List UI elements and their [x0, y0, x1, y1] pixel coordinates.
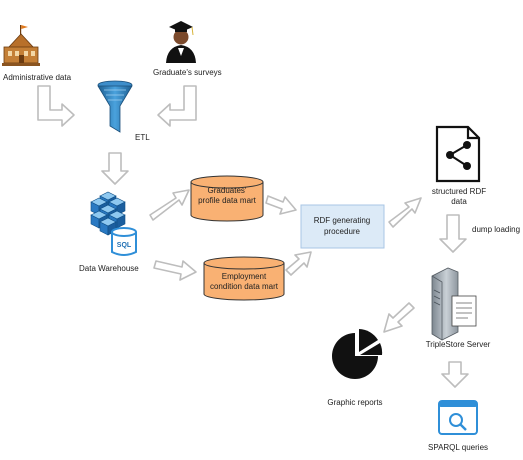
- sql-badge-text: SQL: [117, 242, 132, 249]
- arrow-procedure-to-rdf-data: [388, 197, 422, 228]
- arrow-profile-mart-to-procedure: [265, 195, 297, 215]
- profile-mart-label-line2: profile data mart: [198, 196, 257, 205]
- school-building-icon: [2, 25, 40, 66]
- arrow-employment-mart-to-procedure: [285, 251, 312, 276]
- graduate-person-icon: [166, 21, 196, 63]
- etl-node: ETL: [97, 80, 150, 142]
- sparql-label: SPARQL queries: [428, 443, 488, 452]
- warehouse-label: Data Warehouse: [79, 264, 139, 273]
- triplestore-node: TripleStore Server: [426, 267, 491, 349]
- arrow-triplestore-to-reports: [383, 302, 415, 333]
- reports-node: Graphic reports: [327, 329, 383, 407]
- reports-label: Graphic reports: [327, 398, 382, 407]
- employment-data-mart: Employment condition data mart: [203, 256, 285, 301]
- profile-data-mart: Graduates' profile data mart: [190, 175, 264, 222]
- server-icon: [431, 267, 477, 341]
- dump-loading-label: dump loading: [472, 225, 520, 234]
- arrow-surveys-to-etl: [157, 85, 197, 127]
- rdf-data-node: structured RDF data: [432, 125, 486, 206]
- triplestore-label: TripleStore Server: [426, 340, 491, 349]
- surveys-label: Graduate's surveys: [153, 68, 222, 77]
- procedure-label-line2: procedure: [324, 227, 361, 236]
- arrow-warehouse-to-employment-mart: [153, 260, 197, 281]
- surveys-node: Graduate's surveys: [153, 21, 222, 77]
- rdf-data-label-line1: structured RDF: [432, 187, 486, 196]
- share-document-icon: [435, 125, 481, 183]
- arrow-rdf-data-to-triplestore: [439, 214, 467, 253]
- rdf-data-label-line2: data: [451, 197, 467, 206]
- search-window-icon: [438, 400, 478, 435]
- etl-label: ETL: [135, 133, 150, 142]
- funnel-icon: [97, 80, 133, 133]
- admin-data-label: Administrative data: [3, 73, 72, 82]
- procedure-label-line1: RDF generating: [314, 216, 370, 225]
- sparql-node: SPARQL queries: [428, 400, 488, 452]
- rdf-procedure-node: RDF generating procedure: [300, 204, 385, 249]
- database-sql-icon: SQL: [111, 227, 137, 256]
- arrow-warehouse-to-profile-mart: [149, 189, 190, 221]
- employment-mart-label-line1: Employment: [222, 272, 267, 281]
- warehouse-node: SQL Data Warehouse: [79, 191, 139, 273]
- arrow-triplestore-to-sparql: [441, 361, 469, 388]
- profile-mart-label-line1: Graduates': [208, 186, 247, 195]
- admin-data-node: Administrative data: [2, 25, 72, 82]
- cube-cluster-icon: [90, 191, 126, 236]
- pie-chart-icon: [332, 329, 383, 379]
- employment-mart-label-line2: condition data mart: [210, 282, 279, 291]
- arrow-etl-to-warehouse: [101, 152, 129, 185]
- arrow-admin-to-etl: [37, 85, 75, 127]
